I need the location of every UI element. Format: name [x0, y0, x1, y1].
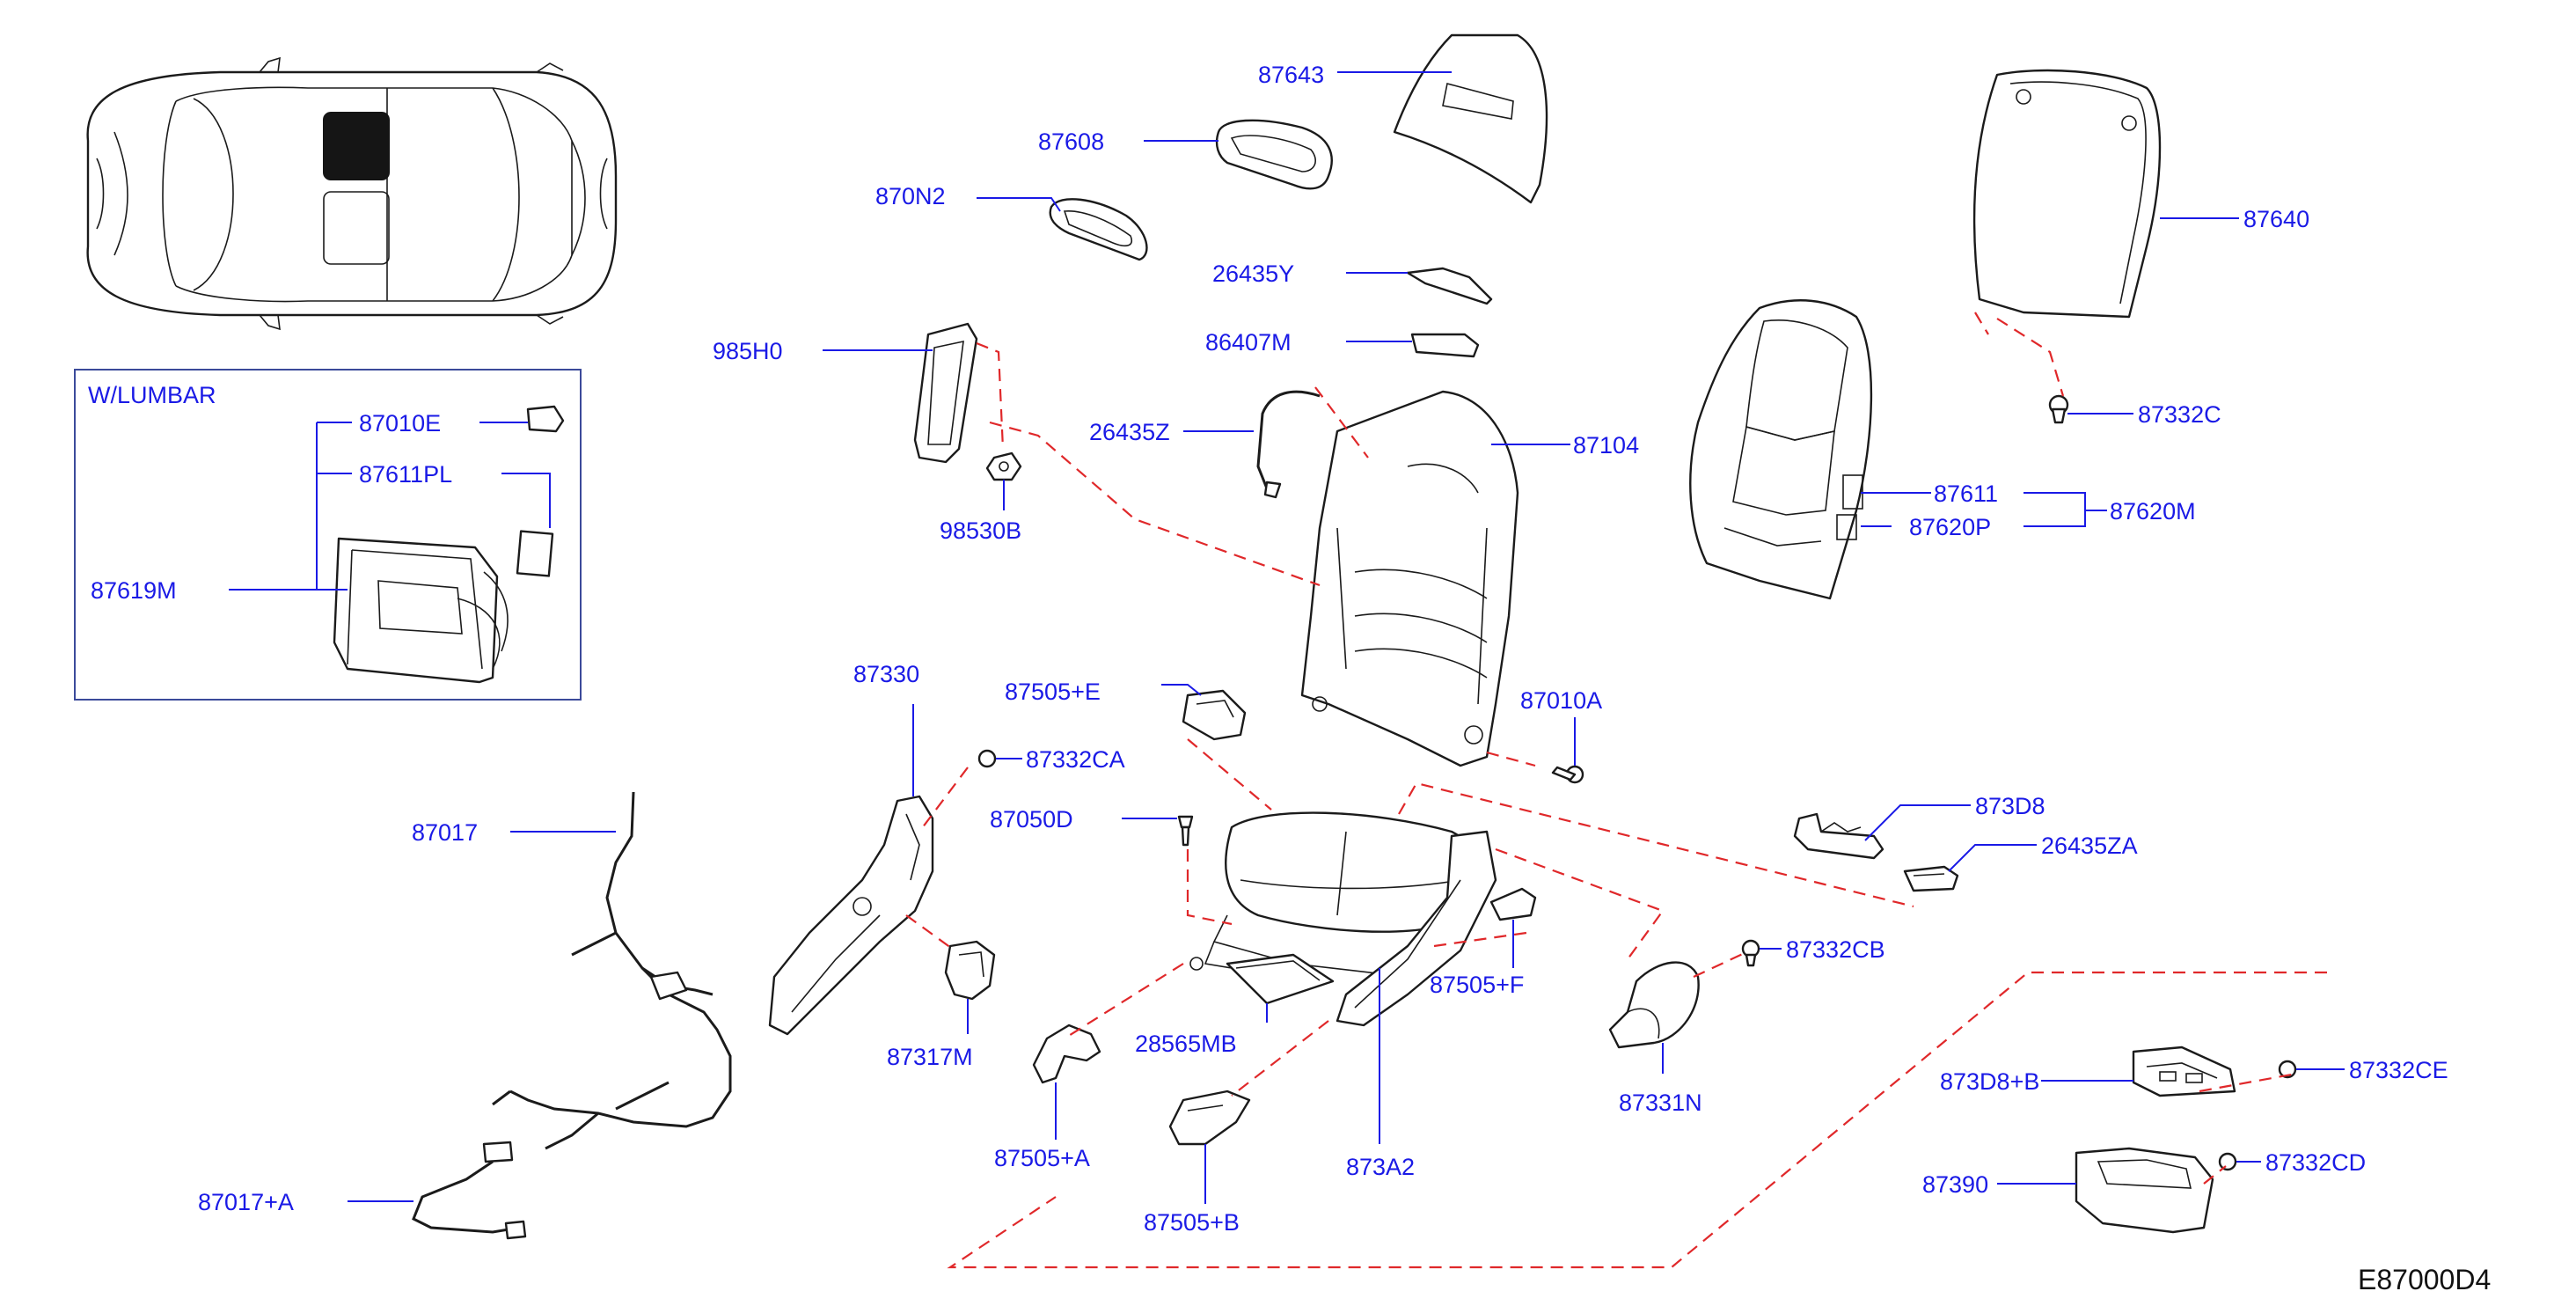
cover-87505B: [1168, 1090, 1251, 1204]
wire-harness: [348, 791, 732, 1240]
inset-title: W/LUMBAR: [88, 382, 216, 408]
label-87317M: 87317M: [887, 1044, 973, 1070]
side-cover-87330: [768, 704, 1022, 1036]
label-87017A: 87017+A: [198, 1189, 294, 1215]
cover-87331N: [1608, 961, 1700, 1074]
cover-87505E: [1161, 684, 1247, 741]
recliner-knob: [944, 940, 996, 1034]
label-87017: 87017: [412, 819, 478, 846]
label-87620M: 87620M: [2110, 498, 2196, 525]
label-87332CE: 87332CE: [2349, 1057, 2448, 1083]
headrest-parts: [977, 33, 1548, 358]
assembly-guide-lines: [905, 312, 2327, 1269]
label-870N2: 870N2: [875, 183, 946, 209]
label-873A2: 873A2: [1346, 1154, 1415, 1180]
label-87332CB: 87332CB: [1786, 936, 1885, 963]
trim-873D8B: [2041, 1046, 2236, 1097]
label-87643: 87643: [1258, 62, 1324, 88]
trim-873D8: [1793, 804, 1971, 860]
cover-87390: [1997, 1147, 2214, 1234]
screw-87010A: [1551, 717, 1584, 784]
seat-back-frame: [1300, 390, 1570, 767]
seat-back-pad: [1689, 299, 2107, 600]
vehicle-top-view: [86, 56, 618, 331]
wire-clip: [1183, 390, 1321, 499]
label-87505F: 87505+F: [1430, 972, 1524, 998]
label-87010A: 87010A: [1520, 687, 1602, 714]
label-26435Z: 26435Z: [1089, 419, 1170, 445]
label-873D8B: 873D8+B: [1940, 1068, 2039, 1095]
label-87505E: 87505+E: [1005, 679, 1101, 705]
label-87390: 87390: [1922, 1171, 1988, 1198]
label-87620P: 87620P: [1909, 514, 1991, 540]
label-873D8: 873D8: [1975, 793, 2045, 819]
label-87332C: 87332C: [2138, 401, 2221, 428]
label-87050D: 87050D: [990, 806, 1073, 833]
label-87010E: 87010E: [359, 410, 441, 437]
label-87104: 87104: [1573, 432, 1639, 459]
label-26435ZA: 26435ZA: [2041, 833, 2138, 859]
cover-87505F: [1489, 887, 1537, 968]
label-87640: 87640: [2243, 206, 2309, 232]
label-87611: 87611: [1934, 481, 1998, 507]
label-87505A: 87505+A: [994, 1145, 1090, 1171]
label-87331N: 87331N: [1619, 1090, 1702, 1116]
label-87505B: 87505+B: [1144, 1209, 1240, 1236]
side-airbag: [823, 322, 1022, 510]
label-87608: 87608: [1038, 128, 1104, 155]
seat-cushion: [1122, 811, 1497, 1144]
label-87332CD: 87332CD: [2265, 1149, 2366, 1176]
label-87611PL: 87611PL: [359, 461, 452, 488]
screw-87332C: [2048, 394, 2133, 424]
clip-26435ZA: [1903, 844, 2037, 892]
lumbar-inset-box: [74, 369, 582, 701]
seat-back-cover: [1972, 69, 2239, 319]
label-86407M: 86407M: [1205, 329, 1292, 356]
screw-87332CB: [1741, 939, 1782, 967]
cover-87505A: [1032, 1024, 1101, 1140]
screw-87332CD: [2218, 1152, 2261, 1171]
diagram-code: E87000D4: [2358, 1264, 2491, 1295]
label-985H0: 985H0: [713, 338, 783, 364]
label-87619M: 87619M: [91, 577, 177, 604]
label-87332CA: 87332CA: [1026, 746, 1125, 773]
label-26435Y: 26435Y: [1212, 260, 1294, 287]
screw-87332CE: [2278, 1060, 2345, 1079]
label-87330: 87330: [853, 661, 919, 687]
label-98530B: 98530B: [940, 517, 1021, 544]
label-28565MB: 28565MB: [1135, 1031, 1237, 1057]
